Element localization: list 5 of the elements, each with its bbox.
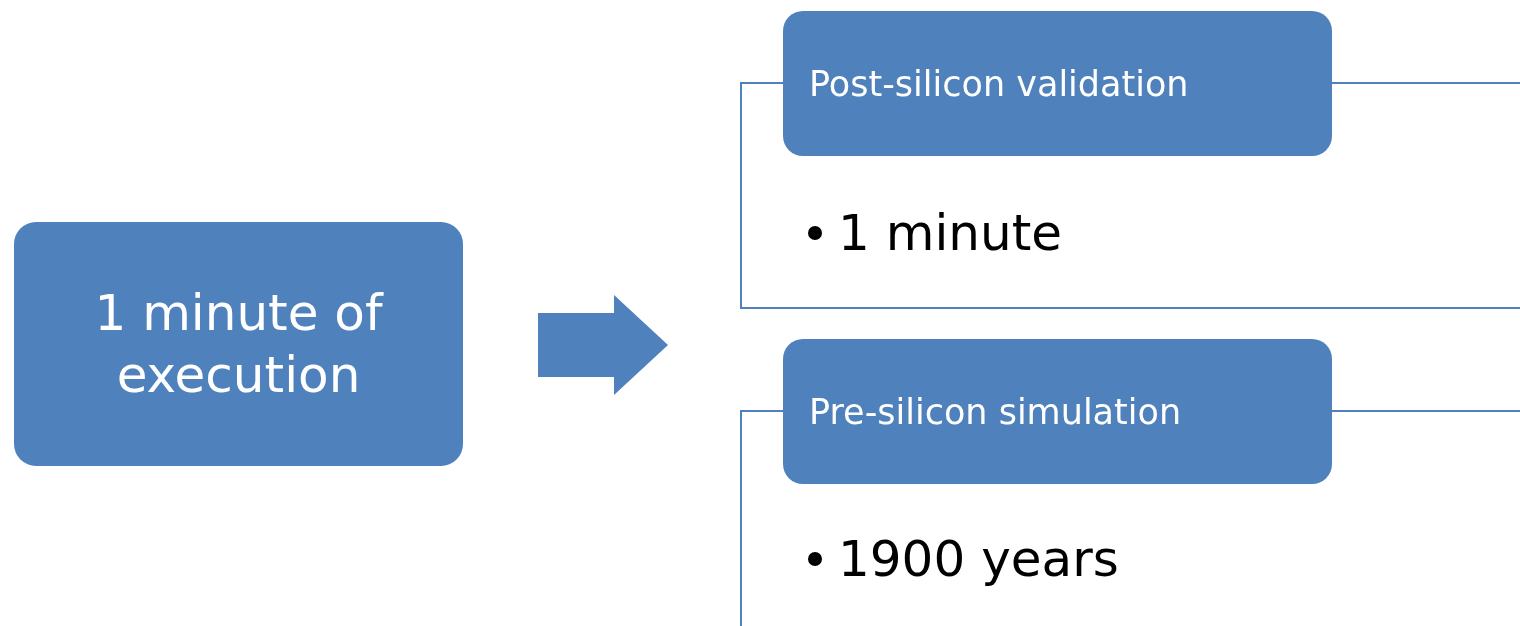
process-box: 1 minute of execution [14,222,463,466]
heading-box: Pre-silicon simulation [783,339,1332,484]
bullet-text: 1900 years [838,530,1119,588]
bullet-text: 1 minute [838,204,1063,262]
heading-box: Post-silicon validation [783,11,1332,156]
